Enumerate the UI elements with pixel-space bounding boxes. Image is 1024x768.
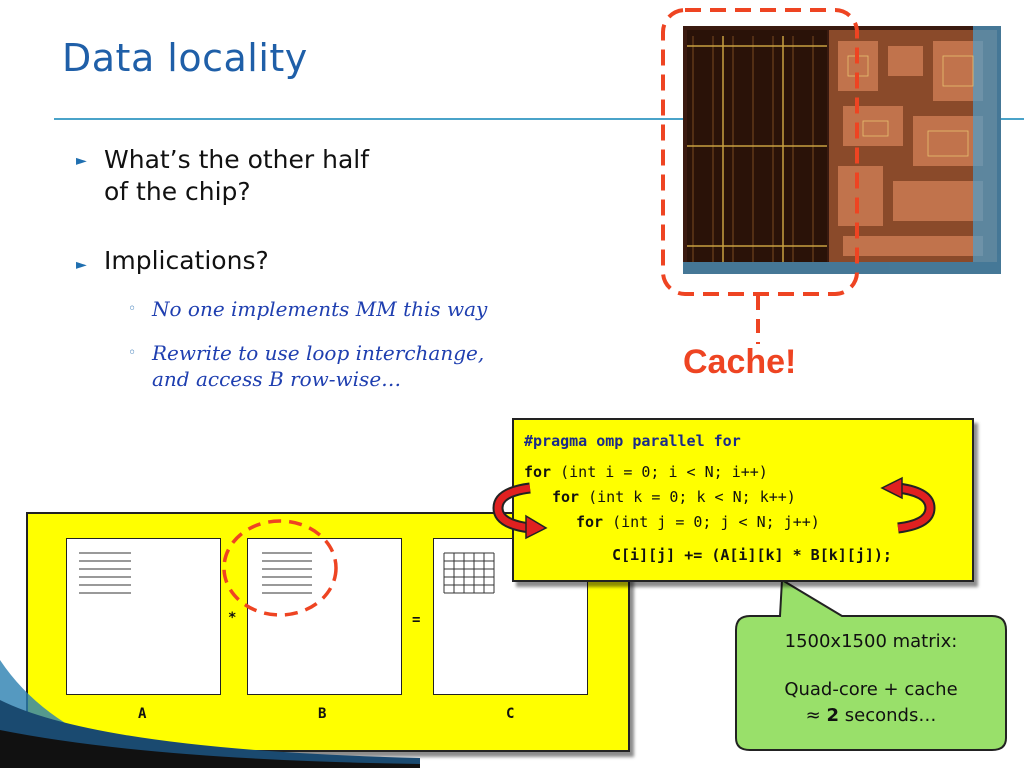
matrix-c-label: C <box>506 706 515 722</box>
title-divider <box>54 118 1024 120</box>
code-pragma: #pragma omp parallel for <box>524 432 741 450</box>
triangle-bullet-icon: ► <box>76 153 87 169</box>
slide-title: Data locality <box>62 36 308 80</box>
sub-bullet-2: Rewrite to use loop interchange, and acc… <box>152 340 484 392</box>
approx-symbol: ≈ <box>805 705 821 726</box>
callout-line2: ≈ 2 seconds… <box>740 703 1002 729</box>
matrix-a <box>66 538 221 695</box>
swap-arrow-icon <box>492 482 548 540</box>
decorative-swoosh <box>0 660 420 768</box>
cache-highlight-outline <box>661 8 859 344</box>
code-body: C[i][j] += (A[i][k] * B[k][j]); <box>612 546 892 564</box>
callout-line1: Quad-core + cache <box>784 679 958 700</box>
code-loop-k-rest: (int k = 0; k < N; k++) <box>579 488 796 506</box>
kw-for: for <box>552 488 580 506</box>
code-loop-j-rest: (int j = 0; j < N; j++) <box>603 513 820 531</box>
bullet-1-line1: What’s the other half <box>104 145 370 174</box>
code-loop-i: for (int i = 0; i < N; i++) <box>524 463 768 481</box>
callout-heading: 1500x1500 matrix: <box>784 631 958 652</box>
result-callout <box>735 578 1007 751</box>
triangle-bullet-icon: ► <box>76 257 87 273</box>
code-snippet-box: #pragma omp parallel for for (int i = 0;… <box>512 418 974 582</box>
ring-bullet-icon: ◦ <box>128 301 137 317</box>
swap-arrow-icon <box>880 476 936 534</box>
kw-for: for <box>576 513 604 531</box>
bullet-1: What’s the other half of the chip? <box>104 144 369 208</box>
matrix-b-rows <box>262 552 312 594</box>
kw-for: for <box>524 463 552 481</box>
code-loop-i-rest: (int i = 0; i < N; i++) <box>551 463 768 481</box>
equals-symbol: = <box>412 612 421 628</box>
callout-value: 2 <box>826 705 840 726</box>
matrix-b <box>247 538 402 695</box>
multiply-symbol: * <box>228 610 237 626</box>
matrix-c-grid <box>443 552 495 594</box>
sub-bullet-2-line1: Rewrite to use loop interchange, <box>152 341 485 365</box>
bullet-2: Implications? <box>104 246 269 275</box>
cache-label: Cache! <box>683 343 797 381</box>
ring-bullet-icon: ◦ <box>128 345 137 361</box>
callout-unit: seconds… <box>844 705 937 726</box>
chip-die-image <box>683 26 1001 274</box>
b-rows-highlight-ellipse <box>222 519 338 617</box>
matrix-a-rows <box>79 552 131 594</box>
bullet-1-line2: of the chip? <box>104 177 251 206</box>
sub-bullet-2-line2: and access B row-wise… <box>152 367 402 391</box>
callout-body: Quad-core + cache ≈ 2 seconds… <box>740 677 1002 729</box>
code-loop-k: for (int k = 0; k < N; k++) <box>552 488 796 506</box>
matrix-b-label: B <box>318 706 327 722</box>
sub-bullet-1: No one implements MM this way <box>152 297 488 321</box>
matrix-a-label: A <box>138 706 147 722</box>
code-loop-j: for (int j = 0; j < N; j++) <box>576 513 820 531</box>
